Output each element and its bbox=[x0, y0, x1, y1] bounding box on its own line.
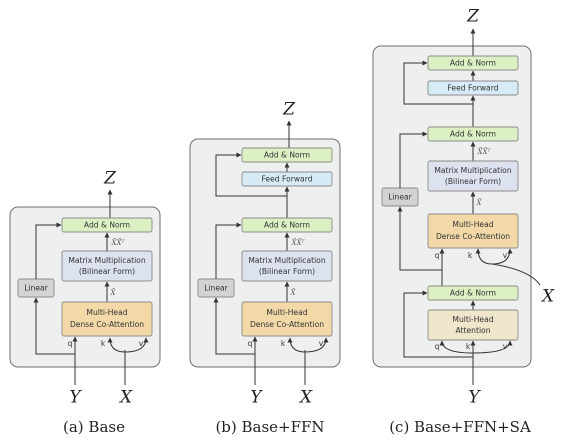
panel-c-add-norm-top-label: Add & Norm bbox=[450, 59, 496, 68]
panel-c-feed-forward bbox=[427, 80, 519, 96]
panel-b-caption: (b) Base+FFN bbox=[215, 418, 324, 436]
panel-c-self-attention bbox=[427, 309, 519, 341]
panel-b-attn-line2: Dense Co-Attention bbox=[250, 320, 324, 329]
panel-c-add-norm-mid bbox=[427, 126, 519, 142]
panel-b-add-norm-top bbox=[241, 147, 333, 163]
panel-b-input-x: X bbox=[298, 388, 313, 408]
panel-c-add-norm-top bbox=[427, 55, 519, 71]
panel-c-annotation-upper: X̃X̃ᵀ bbox=[477, 148, 492, 156]
panel-a-caption: (a) Base bbox=[63, 418, 125, 436]
panel-b-add-norm-top-label: Add & Norm bbox=[264, 151, 310, 160]
panel-c-annotation-lower: X̃ bbox=[476, 199, 483, 207]
panel-a-port-v: v bbox=[139, 339, 144, 348]
panel-b-annotation-upper: X̃X̃ᵀ bbox=[291, 239, 306, 247]
panel-c-co-attn-line1: Multi-Head bbox=[452, 220, 493, 229]
panel-a-attn-line2: Dense Co-Attention bbox=[70, 320, 144, 329]
panel-c-self-attn-line2: Attention bbox=[455, 326, 490, 335]
panel-a-matmul-line2: (Bilinear Form) bbox=[79, 267, 135, 276]
panel-c-port-q: q bbox=[435, 251, 440, 260]
panel-c-matmul bbox=[427, 160, 519, 192]
panel-a-attn-line1: Multi-Head bbox=[86, 308, 127, 317]
panel-c-add-norm-mid-label: Add & Norm bbox=[450, 130, 496, 139]
panel-c-caption: (c) Base+FFN+SA bbox=[389, 418, 531, 436]
panel-b-output-z: Z bbox=[282, 100, 296, 120]
panel-b-add-norm bbox=[241, 217, 333, 233]
panel-b-matmul-line1: Matrix Multiplication bbox=[248, 256, 325, 265]
panel-a-output-z: Z bbox=[103, 169, 117, 189]
panel-c-self-attn-line1: Multi-Head bbox=[452, 315, 493, 324]
panel-b-attn-line1: Multi-Head bbox=[266, 308, 307, 317]
panel-b-linear-label: Linear bbox=[204, 284, 228, 293]
panel-c-linear-label: Linear bbox=[388, 193, 412, 202]
panel-a-add-norm bbox=[61, 217, 153, 233]
panel-a-annotation-upper: X̃X̃ᵀ bbox=[111, 239, 126, 247]
panel-a-add-norm-label: Add & Norm bbox=[84, 221, 130, 230]
panel-a-input-y: Y bbox=[69, 388, 82, 408]
panel-c-input-x: X bbox=[540, 287, 555, 307]
panel-b-feed-forward bbox=[241, 171, 333, 187]
panel-b-input-y: Y bbox=[250, 388, 263, 408]
panel-c-co-attn-line2: Dense Co-Attention bbox=[436, 232, 510, 241]
panel-c: Z Add & Norm Feed Forward Add & Norm X̃X… bbox=[372, 7, 555, 436]
panel-a-input-x: X bbox=[118, 388, 133, 408]
panel-c-input-y: Y bbox=[468, 388, 481, 408]
panel-c-output-z: Z bbox=[466, 7, 480, 27]
panel-a-port-k: k bbox=[101, 339, 106, 348]
panel-c-feed-forward-label: Feed Forward bbox=[447, 84, 498, 93]
panel-b-annotation-lower: X̃ bbox=[290, 289, 297, 297]
panel-a: Z Add & Norm X̃X̃ᵀ Matrix Multiplication… bbox=[9, 169, 161, 436]
panel-a-annotation-lower: X̃ bbox=[110, 289, 117, 297]
panel-c-co-attention bbox=[427, 213, 519, 249]
panel-b-matmul-line2: (Bilinear Form) bbox=[259, 267, 315, 276]
panel-c-add-norm-low-label: Add & Norm bbox=[450, 289, 496, 298]
panel-a-co-attention bbox=[61, 301, 153, 337]
panel-b-port-v: v bbox=[319, 339, 324, 348]
panel-a-matmul-line1: Matrix Multiplication bbox=[68, 256, 145, 265]
panel-b-feed-forward-label: Feed Forward bbox=[261, 175, 312, 184]
panel-b-matmul bbox=[241, 250, 333, 282]
panel-c-matmul-line2: (Bilinear Form) bbox=[445, 177, 501, 186]
panel-b: Z Add & Norm Feed Forward Add & Norm X̃X… bbox=[189, 100, 341, 436]
panel-c-port-v2: v bbox=[503, 342, 508, 351]
panel-c-port-k: k bbox=[468, 251, 473, 260]
panel-a-port-q: q bbox=[68, 339, 73, 348]
panel-c-matmul-line1: Matrix Multiplication bbox=[434, 166, 511, 175]
panel-c-port-k2: k bbox=[466, 342, 471, 351]
panel-b-port-k: k bbox=[281, 339, 286, 348]
panel-c-port-v: v bbox=[503, 251, 508, 260]
panel-b-co-attention bbox=[241, 301, 333, 337]
panel-c-add-norm-low bbox=[427, 285, 519, 301]
panel-b-add-norm-label: Add & Norm bbox=[264, 221, 310, 230]
panel-a-matmul bbox=[61, 250, 153, 282]
panel-c-port-q2: q bbox=[435, 342, 440, 351]
panel-a-linear-label: Linear bbox=[24, 284, 48, 293]
panel-b-port-q: q bbox=[248, 339, 253, 348]
